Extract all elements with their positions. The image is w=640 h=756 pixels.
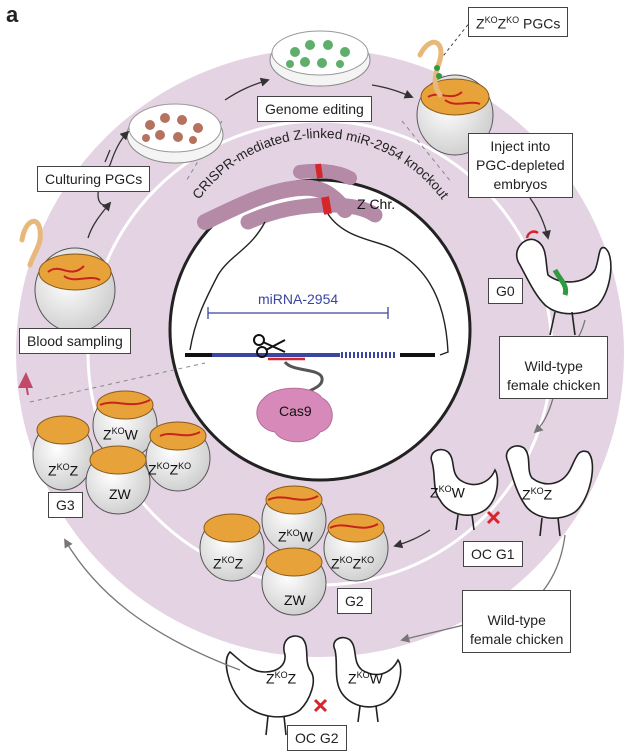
oc-g1-rooster-genotype: ZKOZ	[522, 486, 553, 503]
inject-label: Inject into PGC-depleted embryos	[468, 133, 573, 198]
oc-g2-rooster	[225, 635, 315, 736]
z-chromosome-illustration	[197, 163, 383, 230]
dashed-link-right	[401, 120, 453, 184]
egg-blood-sampling	[19, 218, 116, 333]
blood-sampling-label: Blood sampling	[19, 328, 131, 354]
genome-editing-label: Genome editing	[257, 96, 372, 122]
oc-g2-rooster-genotype: ZKOZ	[266, 670, 297, 687]
g0-rooster	[515, 230, 612, 336]
g3-genotype-zw: ZW	[109, 486, 131, 502]
dashed-link-g3	[29, 362, 206, 403]
cross-icon-4	[313, 698, 328, 713]
g2-egg-cluster	[199, 485, 389, 616]
oc-g1-hen-genotype: ZKOW	[430, 484, 465, 501]
zoom-line-left	[189, 221, 266, 351]
dashed-link-pgc	[439, 21, 471, 61]
cycle-restart-head	[18, 372, 33, 388]
zoom-line-right	[327, 213, 449, 356]
center-circle	[168, 178, 472, 482]
green-pgc-marker	[552, 268, 569, 296]
zkozko-pgcs-label: ZKOZKO PGCs	[468, 7, 569, 37]
z-chr-label: Z Chr.	[357, 196, 396, 212]
g2-genotype-zkozko: ZKOZKO	[331, 555, 375, 572]
wild-type-female-label-2: Wild-type female chicken	[462, 590, 572, 653]
cut-site-mark	[321, 196, 332, 215]
cas9-label: Cas9	[279, 403, 312, 419]
g3-genotype-zkoz: ZKOZ	[48, 462, 79, 479]
arrow-culturing-to-dish	[109, 130, 130, 166]
arrow-blood-to-culturing	[87, 201, 112, 239]
mirna-scale-bar	[207, 307, 389, 319]
g0-label: G0	[488, 278, 523, 304]
oc-g1-rooster	[505, 445, 594, 537]
g3-label: G3	[48, 492, 83, 518]
g2-genotype-zkow: ZKOW	[278, 528, 313, 545]
mirna-label: miRNA-2954	[258, 291, 339, 307]
arrow-g1-to-g2	[393, 529, 431, 549]
arrow-g2-to-g3	[64, 538, 241, 671]
cas9-protein	[256, 360, 333, 443]
g2-genotype-zw: ZW	[284, 592, 306, 608]
dna-strand	[185, 352, 435, 361]
cross-icon-2	[486, 510, 501, 525]
oc-g2-hen	[333, 636, 402, 723]
g2-genotype-zkoz: ZKOZ	[213, 555, 244, 572]
petri-dish-culturing	[126, 103, 224, 164]
panel-letter: a	[6, 2, 19, 27]
wild-type-female-label-1: Wild-type female chicken	[499, 336, 609, 399]
oc-g2-label: OC G2	[287, 725, 347, 751]
culturing-pgcs-label: Culturing PGCs	[37, 166, 151, 192]
scissors-icon	[253, 334, 286, 358]
petri-dish-editing	[269, 30, 371, 87]
arrow-dish-to-editing	[224, 77, 270, 101]
arrow-editing-to-inject	[371, 84, 414, 99]
g3-egg-cluster	[32, 390, 211, 515]
oc-g1-hen	[430, 448, 499, 531]
g2-label: G2	[337, 588, 372, 614]
oc-g2-hen-genotype: ZKOW	[348, 670, 383, 687]
g3-genotype-zkow: ZKOW	[103, 426, 138, 443]
arrow-inject-to-g0	[529, 197, 551, 240]
oc-g1-label: OC G1	[463, 541, 523, 567]
g3-genotype-zkozko: ZKOZKO	[148, 461, 192, 478]
